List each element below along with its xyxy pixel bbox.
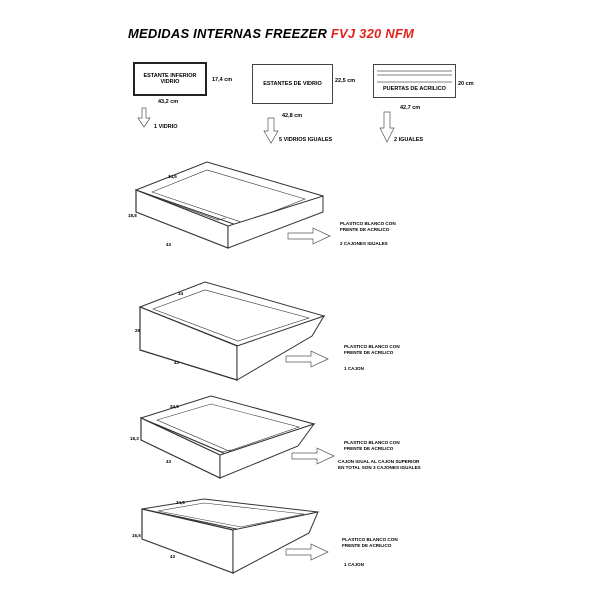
glass-shelves-box: ESTANTES DE VIDRIO	[252, 64, 333, 104]
lower-shelf-width: 43,2 cm	[158, 99, 179, 105]
model-name: FVJ 320 NFM	[330, 26, 415, 41]
drawer-3-note-line1: CAJON IGUAL AL CAJON SUPERIOR	[338, 459, 420, 464]
drawer-3-note-line2: EN TOTAL SON 3 CAJONES IGUALES	[338, 465, 421, 470]
drawer-3-desc-line1: PLASTICO BLANCO CON	[344, 440, 400, 445]
drawer-1-depth: 34,5	[168, 174, 177, 179]
right-arrow-icon	[291, 447, 335, 465]
drawer-1-note-line1: 2 CAJONES IGUALES	[340, 241, 388, 246]
glass-shelves-width: 42,8 cm	[282, 113, 303, 119]
drawer-3-depth: 34,5	[170, 404, 179, 409]
down-arrow-icon	[263, 117, 279, 144]
down-arrow-icon	[137, 107, 151, 128]
acrylic-door-lines	[377, 70, 452, 83]
right-arrow-icon	[287, 227, 331, 245]
acrylic-doors-label: PUERTAS DE ACRILICO	[383, 85, 446, 92]
drawer-2-width: 43	[174, 360, 180, 365]
right-arrow-icon	[285, 543, 329, 561]
drawer-3-height: 18,3	[130, 436, 139, 441]
drawer-2-note-line1: 1 CAJON	[344, 366, 365, 371]
drawer-1-height: 18,8	[128, 213, 137, 218]
lower-shelf-box: ESTANTE INFERIOR VIDRIO	[133, 62, 207, 96]
down-arrow-icon	[379, 111, 395, 143]
page-title: MEDIDAS INTERNAS FREEZER FVJ 320 NFM	[128, 26, 414, 41]
glass-shelves-quantity: 5 VIDRIOS IGUALES	[279, 137, 333, 143]
lower-shelf-label-line1: ESTANTE INFERIOR	[143, 72, 197, 79]
drawer-1-drawing	[134, 161, 325, 249]
drawer-2-desc-line1: PLASTICO BLANCO CON	[344, 344, 400, 349]
drawer-1-desc-line1: PLASTICO BLANCO CON	[340, 221, 396, 226]
lower-shelf-quantity: 1 VIDRIO	[154, 124, 178, 130]
drawer-4-width: 43	[170, 554, 176, 559]
drawer-2-drawing	[138, 281, 326, 381]
drawer-2-height: 26	[135, 328, 141, 333]
acrylic-doors-box: PUERTAS DE ACRILICO	[373, 64, 456, 98]
drawer-4-desc-line1: PLASTICO BLANCO CON	[342, 537, 398, 542]
drawer-4-note-line1: 1 CAJON	[344, 562, 365, 567]
drawer-3-desc-line2: FRENTE DE ACRILICO	[344, 446, 394, 451]
lower-shelf-depth: 17,4 cm	[212, 77, 233, 83]
drawer-4-desc-line2: FRENTE DE ACRILICO	[342, 543, 392, 548]
drawer-2-desc-line2: FRENTE DE ACRILICO	[344, 350, 394, 355]
title-text: MEDIDAS INTERNAS FREEZER	[128, 26, 328, 41]
drawer-3-drawing	[139, 395, 316, 479]
right-arrow-icon	[285, 350, 329, 368]
drawer-3-width: 43	[166, 459, 172, 464]
acrylic-doors-depth: 20 cm	[458, 81, 474, 87]
drawer-2-depth: 34	[178, 291, 184, 296]
lower-shelf-label-line2: VIDRIO	[160, 79, 180, 85]
drawer-4-drawing	[141, 498, 319, 574]
drawer-4-height: 16,5	[132, 533, 141, 538]
drawer-1-width: 43	[166, 242, 172, 247]
drawer-1-desc-line2: FRENTE DE ACRILICO	[340, 227, 390, 232]
glass-shelves-label: ESTANTES DE VIDRIO	[263, 80, 322, 87]
acrylic-doors-width: 42,7 cm	[400, 105, 421, 111]
drawer-4-depth: 34,5	[176, 500, 185, 505]
acrylic-doors-quantity: 2 IGUALES	[394, 137, 424, 143]
glass-shelves-depth: 22,5 cm	[335, 78, 356, 84]
